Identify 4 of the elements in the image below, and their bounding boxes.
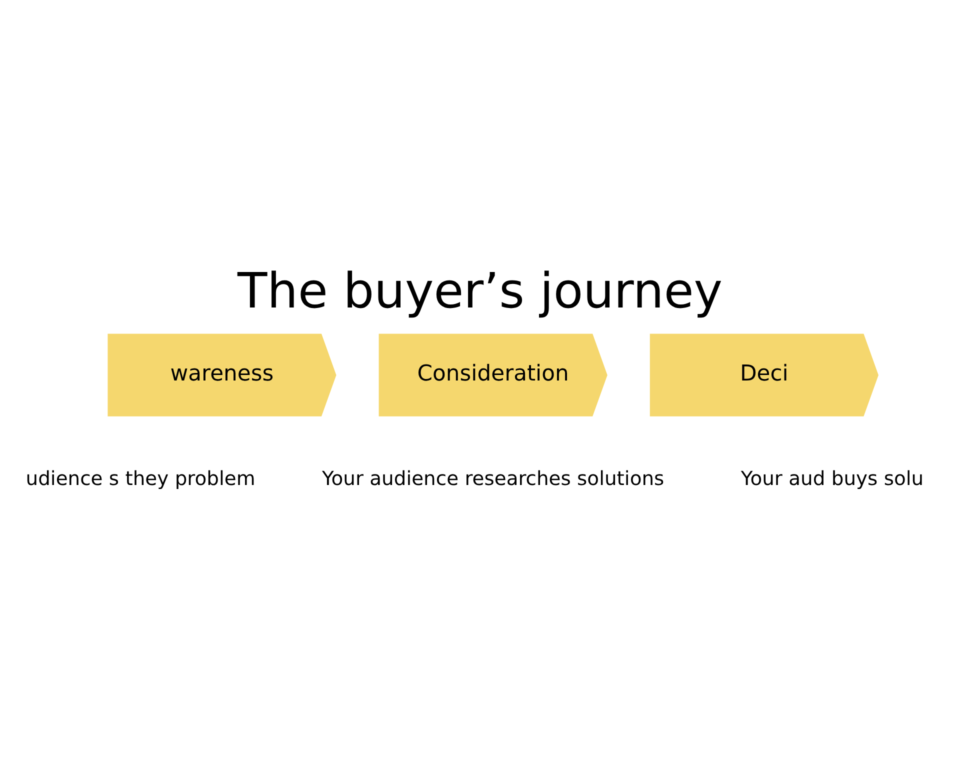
node-label: Your aud buys solu	[740, 466, 924, 490]
diagram-title: The buyer’s journey	[237, 264, 723, 320]
node-label: Your audience researches solutions	[322, 466, 664, 490]
node-label: udience s they problem	[26, 466, 256, 490]
